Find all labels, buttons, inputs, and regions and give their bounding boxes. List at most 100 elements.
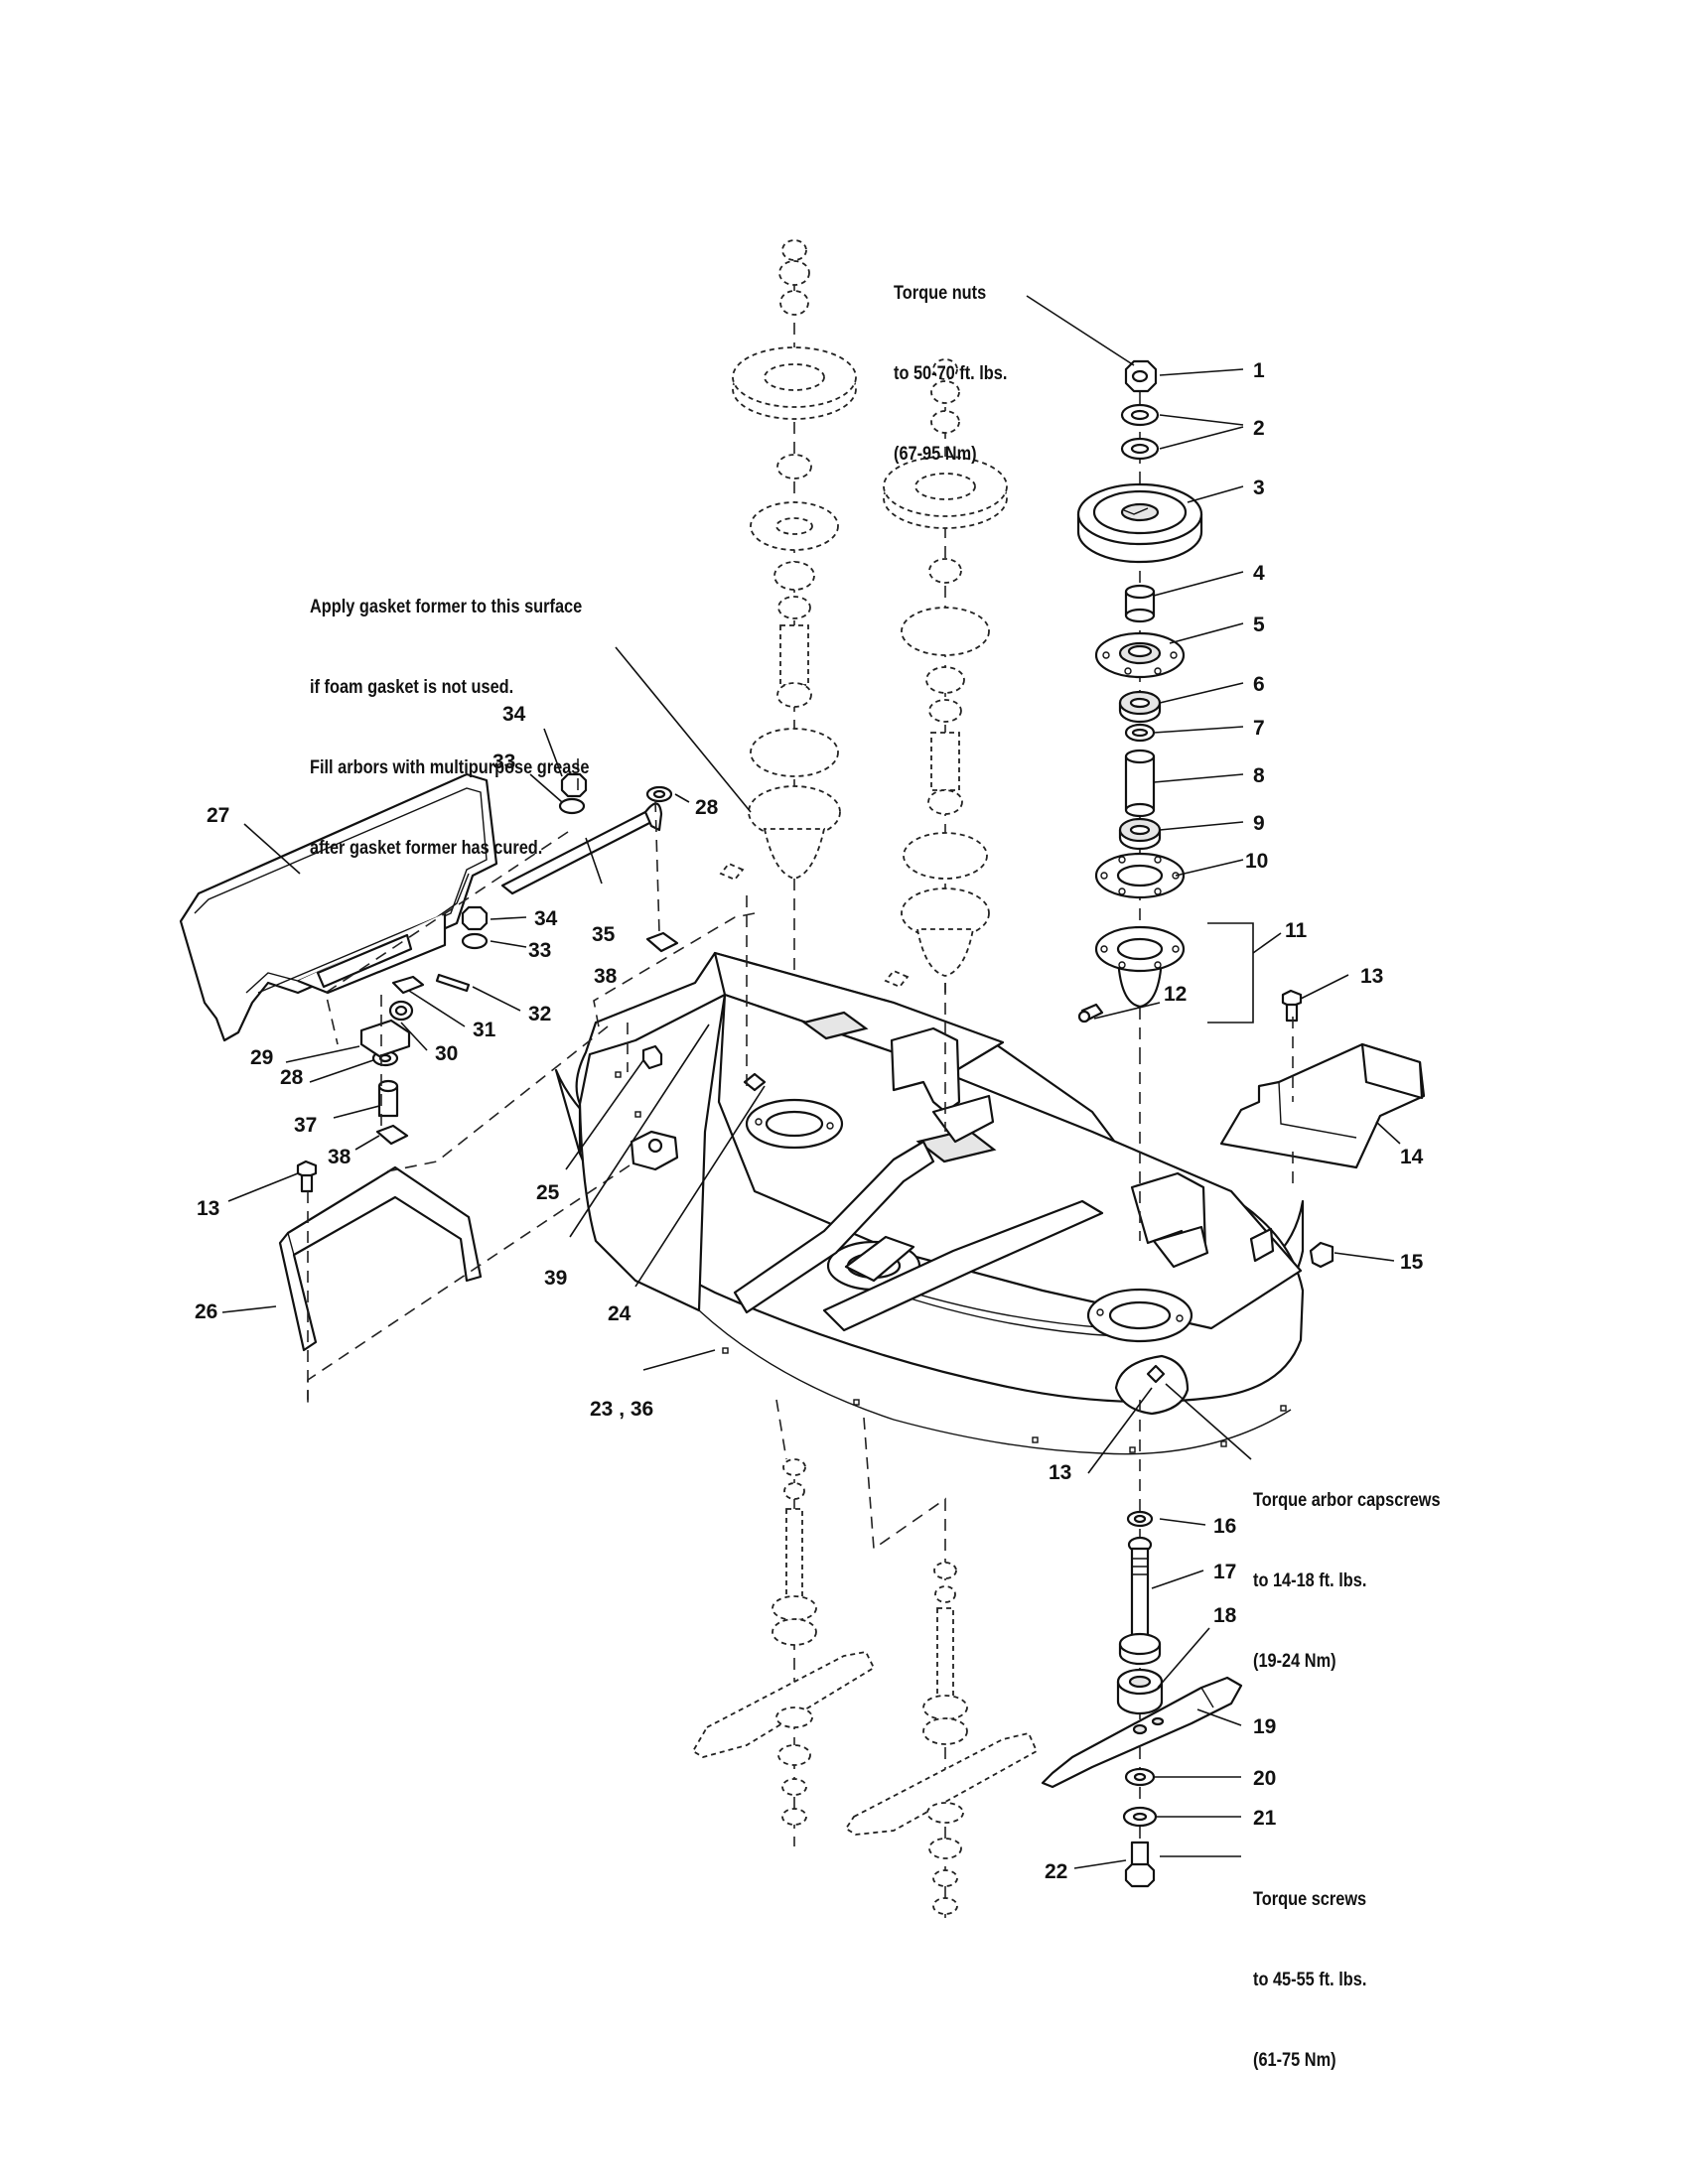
part-37-bushing — [377, 1079, 399, 1118]
part-13-bolt-right — [1281, 989, 1303, 1023]
callout-31: 31 — [473, 1019, 496, 1041]
part-20-spacer — [1124, 1767, 1156, 1787]
part-15-clip — [1309, 1241, 1334, 1269]
part-22-screw — [1124, 1841, 1156, 1888]
torque-arbor-capscrews-note: Torque arbor capscrews to 14-18 ft. lbs.… — [1253, 1433, 1441, 1702]
torque-nuts-line-1: Torque nuts — [894, 283, 987, 304]
callout-9: 9 — [1253, 812, 1265, 835]
callout-3: 3 — [1253, 477, 1265, 499]
part-31-bracket — [391, 975, 425, 995]
callout-25: 25 — [536, 1181, 560, 1204]
part-26-belt-shield — [278, 1165, 483, 1352]
callout-29: 29 — [250, 1046, 273, 1069]
gasket-line-4: after gasket former has cured. — [310, 838, 543, 859]
part-33-washer-upper — [558, 797, 586, 815]
gasket-line-3: Fill arbors with multipurpose grease — [310, 757, 590, 778]
callout-5: 5 — [1253, 614, 1265, 636]
left-lower-spindle-ghost — [691, 1458, 876, 1846]
part-17-shaft — [1118, 1536, 1162, 1666]
part-10-flange — [1094, 852, 1186, 899]
part-6-bearing — [1118, 690, 1162, 724]
part-35-hinge-rod — [500, 802, 663, 895]
callout-21: 21 — [1253, 1807, 1277, 1830]
part-13-bolt-left — [296, 1160, 318, 1193]
part-11-group-bracket — [1207, 922, 1254, 1024]
torque-capscrews-line-2: to 14-18 ft. lbs. — [1253, 1570, 1367, 1591]
callout-6: 6 — [1253, 673, 1265, 696]
callout-26: 26 — [195, 1300, 217, 1323]
callout-16: 16 — [1213, 1515, 1236, 1538]
callout-1: 1 — [1253, 359, 1265, 382]
gasket-note: Apply gasket former to this surface if f… — [310, 540, 589, 888]
callout-22: 22 — [1045, 1860, 1067, 1883]
gasket-line-1: Apply gasket former to this surface — [310, 597, 583, 617]
callout-numbers: 1 2 3 4 5 6 7 8 9 10 11 12 13 13 13 14 1… — [195, 359, 1424, 1883]
callout-12: 12 — [1164, 983, 1187, 1006]
callout-4: 4 — [1253, 562, 1265, 585]
callout-13-right: 13 — [1360, 965, 1383, 988]
callout-34-lower: 34 — [534, 907, 558, 930]
callout-27: 27 — [207, 804, 229, 827]
part-28-washers — [371, 785, 673, 1067]
part-30-spring — [388, 1000, 414, 1022]
callout-13-left: 13 — [197, 1197, 219, 1220]
callout-14: 14 — [1400, 1146, 1424, 1168]
right-spindle-assembly — [1076, 359, 1203, 1052]
part-19-blade — [1041, 1676, 1243, 1789]
callout-10: 10 — [1245, 850, 1268, 873]
right-lower-spindle — [1041, 1509, 1243, 1888]
part-38-clip-upper — [645, 931, 679, 953]
callout-34-upper: 34 — [502, 703, 526, 726]
part-12-grease-fitting — [1077, 1003, 1104, 1024]
part-5-flange — [1094, 631, 1186, 679]
mower-deck — [554, 951, 1305, 1455]
part-2-washers — [1120, 403, 1160, 461]
callout-2: 2 — [1253, 417, 1265, 440]
part-3-pulley — [1076, 482, 1203, 564]
leader-lines — [221, 295, 1401, 1869]
callout-23-36: 23 , 36 — [590, 1398, 653, 1421]
callout-39: 39 — [544, 1267, 567, 1290]
callout-38-upper: 38 — [594, 965, 618, 988]
part-29-hinge-bracket — [359, 1019, 411, 1058]
callout-33-lower: 33 — [528, 939, 551, 962]
torque-screws-line-2: to 45-55 ft. lbs. — [1253, 1970, 1367, 1990]
callout-38-lower: 38 — [328, 1146, 351, 1168]
center-lower-spindle-ghost — [844, 1562, 1039, 1926]
part-21-washer — [1122, 1806, 1158, 1828]
part-7-ring — [1124, 723, 1156, 743]
torque-nuts-note: Torque nuts to 50-70 ft. lbs. (67-95 Nm) — [894, 226, 1007, 494]
callout-24: 24 — [608, 1302, 632, 1325]
gasket-line-2: if foam gasket is not used. — [310, 677, 514, 698]
part-34-nut-upper — [560, 772, 588, 798]
torque-nuts-line-3: (67-95 Nm) — [894, 444, 977, 465]
callout-37: 37 — [294, 1114, 317, 1137]
part-18-blade-adapter — [1116, 1668, 1164, 1715]
part-1-nut — [1124, 359, 1158, 393]
part-16-washer — [1126, 1510, 1154, 1528]
part-33-washer-lower — [461, 932, 489, 950]
torque-nuts-line-2: to 50-70 ft. lbs. — [894, 363, 1008, 384]
part-32-pin — [435, 973, 471, 993]
part-34-nut-lower — [461, 905, 489, 931]
callout-11: 11 — [1285, 919, 1308, 942]
callout-28-lower: 28 — [280, 1066, 304, 1089]
part-11-housing — [1094, 925, 1186, 1009]
callout-13-front: 13 — [1049, 1461, 1071, 1484]
center-spindle-ghost — [883, 358, 1008, 993]
callout-20: 20 — [1253, 1767, 1276, 1790]
callout-15: 15 — [1400, 1251, 1424, 1274]
callout-19: 19 — [1253, 1715, 1276, 1738]
part-27-discharge-deflector — [179, 772, 498, 1042]
part-4-spacer — [1124, 584, 1156, 623]
left-spindle-ghost — [719, 239, 857, 1171]
torque-screws-line-1: Torque screws — [1253, 1889, 1367, 1910]
torque-screws-note: Torque screws to 45-55 ft. lbs. (61-75 N… — [1253, 1833, 1366, 2101]
part-38-clip-lower — [375, 1124, 409, 1146]
callout-33-upper: 33 — [492, 751, 515, 773]
callout-17: 17 — [1213, 1561, 1236, 1583]
part-9-bearing — [1118, 817, 1162, 851]
callout-28-upper: 28 — [695, 796, 719, 819]
torque-screws-line-3: (61-75 Nm) — [1253, 2050, 1336, 2071]
